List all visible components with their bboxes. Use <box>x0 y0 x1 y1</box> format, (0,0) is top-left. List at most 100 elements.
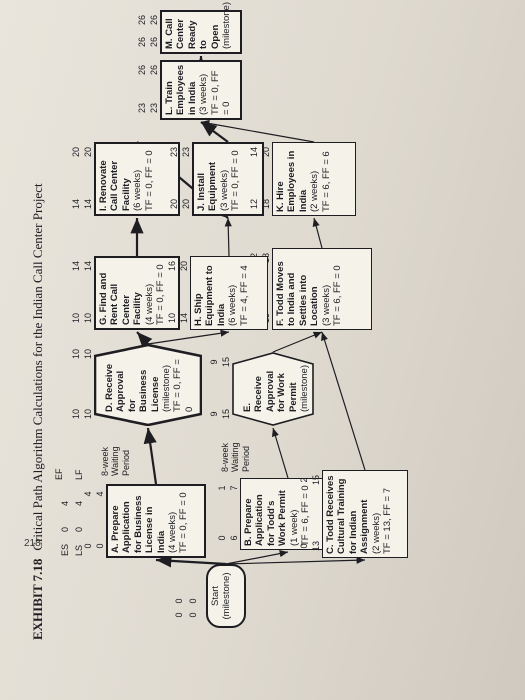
lf-value: 20 <box>179 261 190 272</box>
network-diagram: EXHIBIT 7.18Critical Path Algorithm Calc… <box>10 2 410 648</box>
activity-float: TF = 0, FF = 0 <box>178 492 190 553</box>
activity-title: K. Hire Employees in India <box>275 150 309 212</box>
ls-value: 10 <box>83 409 94 420</box>
node-times-c: 0 2 13 15 <box>298 470 322 556</box>
activity-title: M. Call Center Ready to Open <box>164 18 221 49</box>
es-value: 0 <box>299 543 309 549</box>
es-value: 23 <box>137 103 147 114</box>
activity-title: L. Train Employees in India <box>164 64 198 115</box>
node-times-i: 14 20 14 20 <box>70 142 94 214</box>
ef-value: 20 <box>71 147 81 158</box>
activity-duration: (4 weeks) <box>166 511 178 553</box>
lf-value: 7 <box>229 485 240 491</box>
activity-e: E. Receive Approval for Work Permit(mile… <box>232 352 314 426</box>
activity-title: G. Find and Rent Call Center Facility <box>98 272 144 325</box>
waiting-period-top: 8-week Waiting Period <box>100 446 131 476</box>
activity-float: TF = 6, FF = 6 <box>320 151 332 212</box>
ls-value: 10 <box>83 313 94 324</box>
arrow-k-l <box>200 119 315 143</box>
ls-value: 13 <box>311 541 322 552</box>
activity-duration: (4 weeks) <box>143 283 155 325</box>
arrow-f-k <box>312 217 323 249</box>
activity-l: L. Train Employees in India(3 weeks)TF =… <box>160 60 242 120</box>
activity-float: TF = 0, FF = 0 <box>143 150 155 211</box>
activity-d: D. Receive Approval for Business License… <box>94 344 202 426</box>
lf-value: 26 <box>149 15 160 26</box>
activity-title: E. Receive Approval for Work Permit <box>242 370 299 412</box>
activity-title: D. Receive Approval for Business License <box>104 363 161 412</box>
activity-title: F. Todd Moves to India and Settles into … <box>275 261 321 326</box>
start-times-late: 00 <box>188 598 198 618</box>
lf-value: 15 <box>221 357 232 368</box>
legend-ex-ef: 4 <box>60 500 70 506</box>
es-value: 12 <box>249 199 259 210</box>
lf-value: 15 <box>311 475 322 486</box>
activity-duration: (milestone) <box>160 365 172 412</box>
activity-title: H. Ship Equipment to India <box>193 265 227 326</box>
ef-value: 10 <box>71 349 81 360</box>
ls-value: 20 <box>181 199 192 210</box>
activity-float: TF = 0, FF = 0 <box>209 70 232 115</box>
ef-value: 14 <box>71 261 81 272</box>
ls-value: 14 <box>179 313 190 324</box>
ef-value: 9 <box>209 359 219 365</box>
ef-value: 26 <box>137 15 147 26</box>
ef-value: 23 <box>169 147 179 158</box>
activity-duration: (3 weeks) <box>320 284 332 326</box>
lf-value: 10 <box>83 349 94 360</box>
activity-duration: (3 weeks) <box>198 73 210 115</box>
activity-duration: (milestone) <box>220 2 232 49</box>
activity-float: TF = 0, FF = 0 <box>230 150 242 211</box>
es-value: 20 <box>169 199 179 210</box>
ls-value: 18 <box>261 199 272 210</box>
arrow-j-l <box>200 121 229 143</box>
node-times-g: 10 14 10 14 <box>70 256 94 328</box>
ls-value: 0 <box>95 543 106 549</box>
activity-float: TF = 13, FF = 7 <box>381 488 393 554</box>
ls-value: 14 <box>83 199 94 210</box>
lf-value: 20 <box>83 147 94 158</box>
activity-h: H. Ship Equipment to India(6 weeks)TF = … <box>190 256 268 330</box>
start-milestone: Start(milestone) <box>206 564 246 628</box>
arrow-s-b <box>225 550 289 565</box>
es-value: 0 <box>83 543 93 549</box>
es-value: 26 <box>137 37 147 48</box>
arrow-d-h <box>147 329 230 345</box>
ef-value: 1 <box>217 485 227 491</box>
activity-duration: (3 weeks) <box>218 169 230 211</box>
legend-ef: EF <box>54 468 64 480</box>
es-value: 10 <box>71 313 81 324</box>
activity-duration: (6 weeks) <box>132 169 144 211</box>
page-number: 218 <box>24 538 41 549</box>
activity-f: F. Todd Moves to India and Settles into … <box>272 248 372 330</box>
es-value: 14 <box>71 199 81 210</box>
activity-title: C. Todd Receives Cultural Training for I… <box>325 475 371 555</box>
arrow-h-j <box>224 217 232 257</box>
activity-c: C. Todd Receives Cultural Training for I… <box>322 470 408 558</box>
activity-title: B. Prepare Application for Todd's Work P… <box>243 490 289 546</box>
ls-value: 15 <box>221 409 232 420</box>
ef-value: 2 <box>299 477 309 483</box>
waiting-period-bottom: 8-week Waiting Period <box>220 442 251 472</box>
arrow-c-f <box>321 331 366 471</box>
exhibit-heading: EXHIBIT 7.18Critical Path Algorithm Calc… <box>30 183 46 640</box>
activity-title: I. Renovate Call Center Facility <box>98 160 132 211</box>
start-times-early: 00 <box>174 598 184 618</box>
lf-value: 14 <box>83 261 94 272</box>
exhibit-number: EXHIBIT 7.18 <box>30 558 45 640</box>
activity-m: M. Call Center Ready to Open(milestone) <box>160 2 242 54</box>
activity-title: J. Install Equipment <box>196 161 219 211</box>
legend-es: ES <box>60 543 70 556</box>
arrow-s-c <box>225 556 366 565</box>
es-value: 0 <box>217 535 227 541</box>
legend-ex-es: 0 <box>60 526 70 532</box>
arrow-e-f <box>272 331 323 353</box>
arrow-b-e <box>271 427 289 479</box>
activity-float: TF = 4, FF = 4 <box>238 265 250 326</box>
activity-float: TF = 0, FF = 0 <box>154 264 166 325</box>
